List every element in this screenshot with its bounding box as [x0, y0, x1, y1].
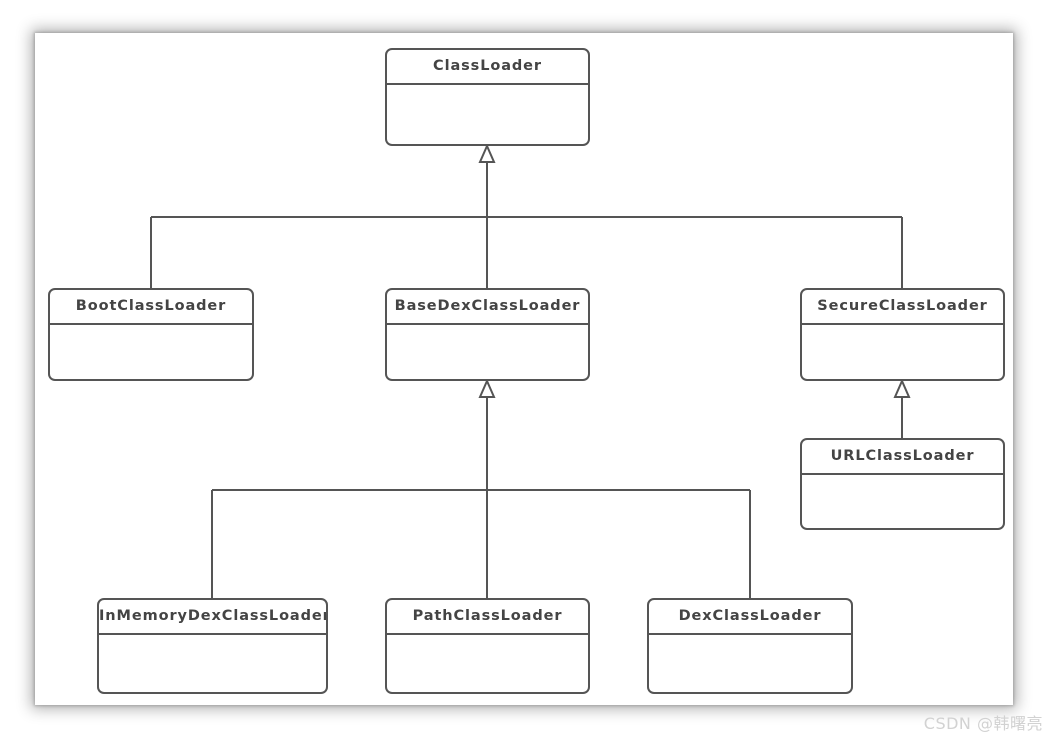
uml-class-attributes-compartment [387, 85, 588, 144]
uml-class-name: DexClassLoader [649, 600, 851, 635]
uml-class-name: InMemoryDexClassLoader [99, 600, 326, 635]
uml-class-attributes-compartment [99, 635, 326, 692]
uml-class-bootclassloader[interactable]: BootClassLoader [48, 288, 254, 381]
uml-class-name: PathClassLoader [387, 600, 588, 635]
uml-class-classloader[interactable]: ClassLoader [385, 48, 590, 146]
uml-class-name: SecureClassLoader [802, 290, 1003, 325]
uml-class-name: BaseDexClassLoader [387, 290, 588, 325]
uml-class-inmemorydexclassloader[interactable]: InMemoryDexClassLoader [97, 598, 328, 694]
uml-class-name: ClassLoader [387, 50, 588, 85]
uml-class-name: BootClassLoader [50, 290, 252, 325]
uml-class-pathclassloader[interactable]: PathClassLoader [385, 598, 590, 694]
uml-class-basedexclassloader[interactable]: BaseDexClassLoader [385, 288, 590, 381]
uml-class-dexclassloader[interactable]: DexClassLoader [647, 598, 853, 694]
uml-class-urlclassloader[interactable]: URLClassLoader [800, 438, 1005, 530]
uml-class-attributes-compartment [50, 325, 252, 379]
uml-class-name: URLClassLoader [802, 440, 1003, 475]
uml-class-attributes-compartment [802, 475, 1003, 528]
uml-class-attributes-compartment [649, 635, 851, 692]
uml-class-attributes-compartment [387, 325, 588, 379]
uml-class-attributes-compartment [387, 635, 588, 692]
watermark: CSDN @韩曙亮 [923, 714, 1043, 733]
uml-class-secureclassloader[interactable]: SecureClassLoader [800, 288, 1005, 381]
uml-class-attributes-compartment [802, 325, 1003, 379]
